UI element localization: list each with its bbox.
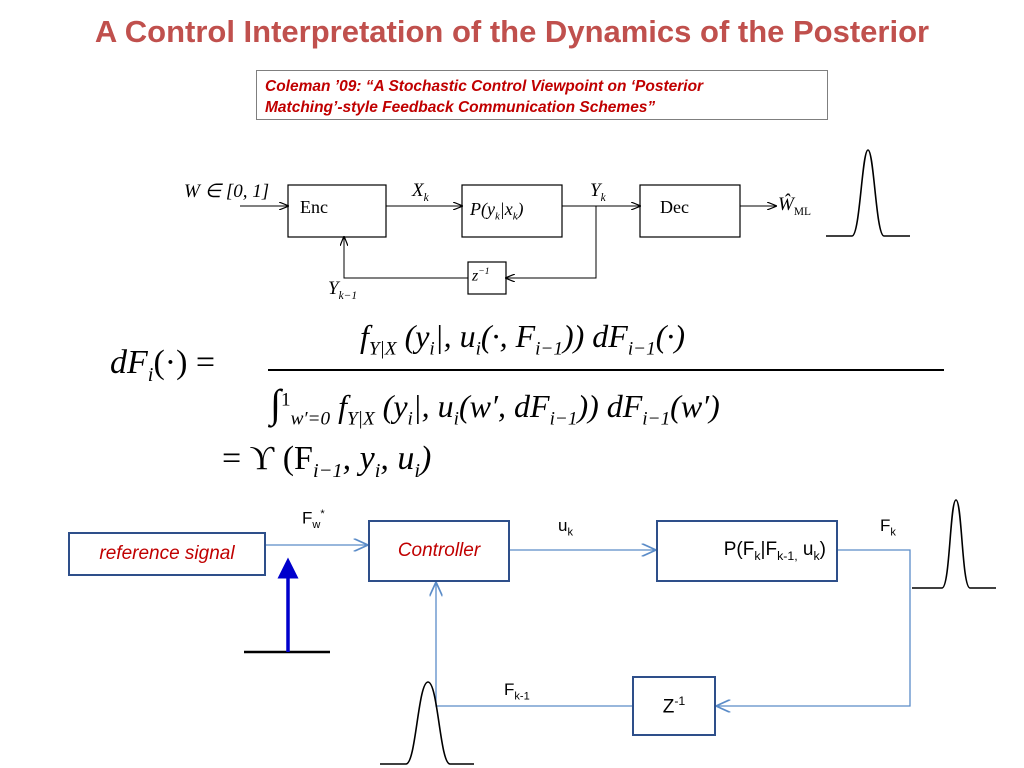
citation-line-1: Coleman ’09: “A Stochastic Control Viewp… bbox=[265, 78, 704, 95]
reference-signal-box: reference signal bbox=[68, 532, 266, 576]
feedback-label: Yk−1 bbox=[328, 278, 358, 302]
enc-label: Enc bbox=[300, 197, 328, 217]
enc-block bbox=[287, 184, 387, 238]
control-diagram-lines bbox=[244, 499, 996, 765]
plant-label: P(Fk|Fk-1, uk) bbox=[723, 539, 826, 563]
delay-block-top bbox=[467, 261, 507, 295]
delay-box: Z-1 bbox=[632, 676, 716, 736]
equation-lhs: dFi(·) = bbox=[110, 344, 216, 386]
fraction-bar bbox=[268, 369, 944, 371]
line-delay-to-controller bbox=[436, 582, 632, 707]
delay-label-top: z−1 bbox=[472, 266, 490, 285]
line-plant-output bbox=[716, 549, 911, 706]
top-diagram bbox=[240, 149, 910, 295]
equation-denominator: ∫1w′=0 fY|X (yi|, ui(w′, dFi−1)) dFi−1(w… bbox=[270, 381, 720, 430]
channel-label: P(yk|xk) bbox=[470, 199, 524, 223]
posterior-peak-fk bbox=[912, 499, 996, 589]
y-label: Yk bbox=[590, 180, 606, 204]
fk-label: Fk bbox=[880, 516, 896, 539]
controller-box: Controller bbox=[368, 520, 510, 582]
slide-title: A Control Interpretation of the Dynamics… bbox=[94, 14, 930, 49]
input-label: W ∈ [0, 1] bbox=[184, 181, 270, 202]
feedback-to-enc bbox=[344, 237, 468, 279]
equation-second-line: = ϒ (Fi−1, yi, ui) bbox=[222, 440, 432, 482]
x-label: Xk bbox=[412, 180, 429, 204]
u-label: uk bbox=[558, 516, 573, 539]
output-label: ŴML bbox=[778, 194, 811, 218]
fw-label: Fw* bbox=[302, 508, 325, 532]
channel-block bbox=[461, 184, 563, 238]
dec-block bbox=[639, 184, 741, 238]
citation-box: Coleman ’09: “A Stochastic Control Viewp… bbox=[256, 70, 828, 120]
dec-label: Dec bbox=[660, 197, 689, 217]
plant-box: P(Fk|Fk-1, uk) bbox=[656, 520, 838, 582]
feedback-to-delay bbox=[506, 206, 597, 278]
equation-numerator: fY|X (yi|, ui(·, Fi−1)) dFi−1(·) bbox=[360, 318, 686, 360]
citation-line-2: Matching’-style Feedback Communication S… bbox=[265, 99, 656, 116]
posterior-peak-fkm1 bbox=[380, 681, 474, 765]
fkm1-label: Fk-1 bbox=[504, 680, 530, 703]
posterior-peak-top bbox=[826, 149, 910, 237]
